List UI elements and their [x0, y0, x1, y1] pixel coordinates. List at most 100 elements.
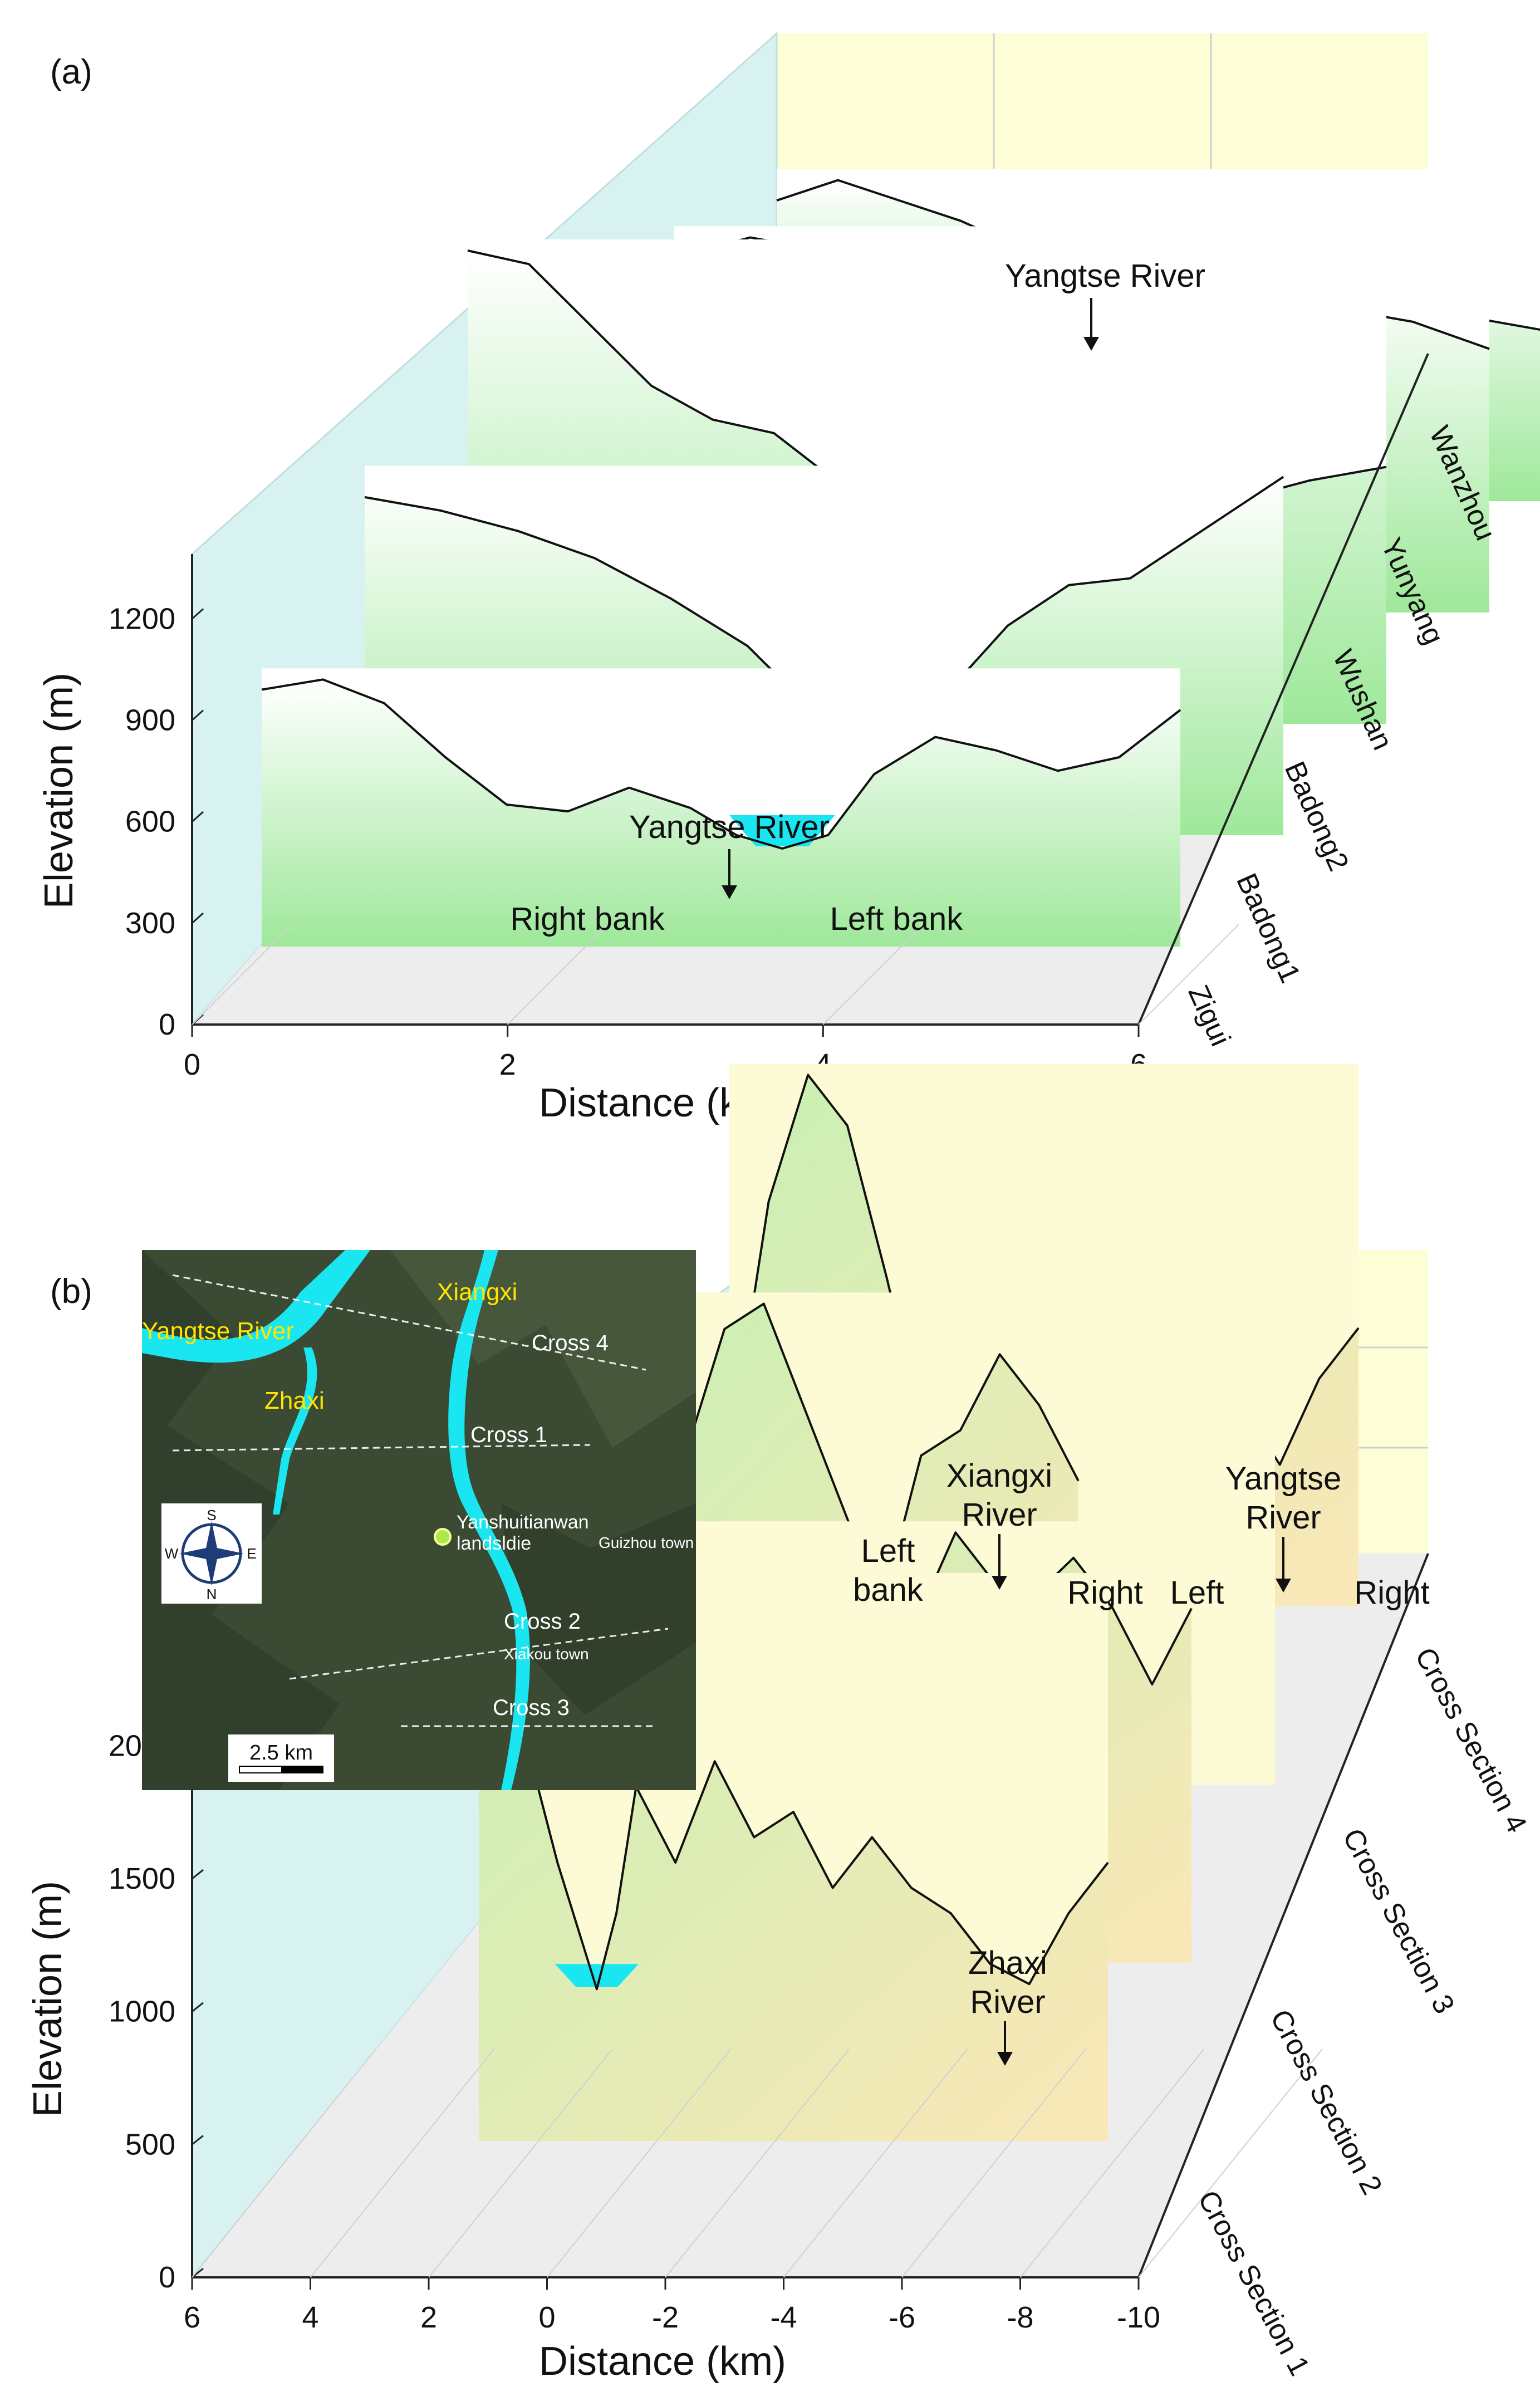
map-inset: Xiangxi Yangtse River Cross 4 Zhaxi Cros…	[142, 1250, 696, 1790]
panel-b-letter: (b)	[50, 1272, 92, 1311]
scale-bar: 2.5 km	[228, 1734, 334, 1782]
svg-text:E: E	[247, 1545, 256, 1562]
map-label-cross3: Cross 3	[493, 1696, 570, 1720]
map-terrain-shade-3	[501, 1503, 696, 1715]
y-tick-label: 0	[159, 2261, 175, 2294]
slice-zigui	[261, 668, 1181, 947]
floor-gridline	[546, 2049, 732, 2278]
profile-line	[261, 678, 1181, 850]
y-tick-mark	[192, 2002, 204, 2012]
x-tick-label: -6	[889, 2301, 915, 2334]
x-tick-label: 2	[420, 2301, 437, 2334]
x-tick-label: 0	[538, 2301, 555, 2334]
map-river-zhaxi	[273, 1347, 317, 1515]
panel-b-annotation-zhaxi-2: River	[970, 1984, 1045, 2020]
y-tick-label: 0	[159, 1008, 175, 1041]
floor-gridline	[665, 2049, 850, 2278]
depth-label: Cross Section 2	[1264, 2005, 1389, 2200]
y-tick-label: 600	[125, 805, 175, 839]
depth-label: Cross Section 4	[1409, 1643, 1533, 1838]
slice-area	[479, 1584, 1108, 2141]
y-tick-mark	[191, 912, 204, 924]
panel-b-annotation-left-bank-2: bank	[853, 1572, 924, 1608]
x-tick-label: 4	[302, 2301, 318, 2334]
depth-label: Cross Section 1	[1191, 2186, 1316, 2381]
map-terrain-shade-2	[390, 1250, 696, 1448]
x-tick-label: 6	[184, 2301, 200, 2334]
y-tick-label: 300	[125, 906, 175, 940]
y-tick-mark	[191, 811, 204, 822]
y-tick-label: 900	[125, 704, 175, 737]
panel-a-annotation-yangtse-back: Yangtse River	[1005, 258, 1205, 294]
panel-a-slices	[261, 169, 1540, 947]
floor-gridline	[1019, 2049, 1205, 2278]
map-label-xiakou: Xiakou town	[504, 1645, 589, 1663]
y-tick-label: 1500	[109, 1862, 175, 1895]
map-landslide-marker	[434, 1528, 452, 1546]
panel-a-annotation-right-bank: Right bank	[510, 901, 665, 937]
floor-gridline	[822, 924, 924, 1025]
floor-gridline	[192, 2049, 376, 2278]
panel-a-axes	[191, 353, 1429, 1026]
map-river-xiangxi	[448, 1250, 530, 1790]
svg-text:2.5 km: 2.5 km	[249, 1741, 313, 1765]
floor-gridline	[192, 924, 293, 1025]
map-label-zhaxi: Zhaxi	[264, 1387, 325, 1414]
panel-a-annotation-left-bank: Left bank	[830, 901, 964, 937]
profile-line	[478, 1584, 1109, 1991]
panel-b-arrowhead-xiangxi	[992, 1576, 1007, 1590]
panel-b-annotation-yangtse-1: Yangtse	[1225, 1461, 1342, 1497]
panel-b-annotation-xiangxi-2: River	[962, 1497, 1037, 1533]
floor-gridline	[1138, 924, 1239, 1025]
panel-b-arrowhead-zhaxi	[997, 2052, 1013, 2066]
map-cross-lines	[172, 1274, 669, 1727]
svg-text:S: S	[207, 1507, 216, 1523]
y-tick-mark	[191, 709, 204, 721]
y-tick-mark	[192, 2135, 204, 2145]
y-tick-mark	[192, 1869, 204, 1880]
floor-gridline	[901, 2049, 1086, 2278]
river-water	[555, 1964, 639, 1987]
depth-label: Zigui	[1181, 981, 1237, 1051]
x-tick-label: 0	[184, 1048, 200, 1081]
floor-gridline	[1138, 2049, 1323, 2278]
x-tick-label: 2	[499, 1048, 516, 1081]
slice-area	[262, 679, 1180, 947]
floor-gridline	[310, 2049, 495, 2278]
panel-a-annotation-yangtse-front: Yangtse River	[629, 809, 830, 845]
panel-b-annotation-right-1: Right	[1067, 1575, 1142, 1611]
panel-b-annotation-right-2: Right	[1354, 1575, 1429, 1611]
panel-a-arrowhead-front	[722, 885, 737, 899]
panel-b-annotation-zhaxi-1: Zhaxi	[968, 1945, 1047, 1981]
map-label-cross4: Cross 4	[532, 1331, 609, 1355]
river-water	[729, 815, 835, 846]
y-tick-label: 500	[125, 2128, 175, 2161]
map-river-yangtse	[142, 1250, 370, 1363]
panel-b-annotation-xiangxi-1: Xiangxi	[946, 1458, 1052, 1494]
y-tick-label: 1000	[109, 1995, 175, 2028]
y-tick-mark	[191, 608, 204, 620]
panel-a-arrowhead-back	[1083, 337, 1099, 351]
depth-label: Badong2	[1278, 757, 1355, 876]
panel-b-x-axis-title: Distance (km)	[539, 2339, 786, 2384]
map-label-guizhou: Guizhou town	[599, 1534, 694, 1551]
floor-gridline	[783, 2049, 968, 2278]
slice-cross-section-1	[478, 1573, 1109, 2141]
panel-b-annotation-yangtse-2: River	[1245, 1500, 1321, 1536]
panel-b-slices	[478, 1064, 1360, 2141]
depth-label: Badong1	[1230, 869, 1307, 988]
x-tick-label: -2	[652, 2301, 679, 2334]
svg-text:N: N	[207, 1586, 217, 1603]
panel-b-annotation-left-bank-1: Left	[861, 1533, 915, 1569]
panel-a-y-axis-title: Elevation (m)	[37, 673, 81, 909]
panel-b-annotation-left-2: Left	[1170, 1575, 1224, 1611]
map-label-cross1: Cross 1	[470, 1423, 547, 1447]
depth-label: Cross Section 3	[1336, 1824, 1461, 2019]
floor-gridline	[428, 2049, 613, 2278]
